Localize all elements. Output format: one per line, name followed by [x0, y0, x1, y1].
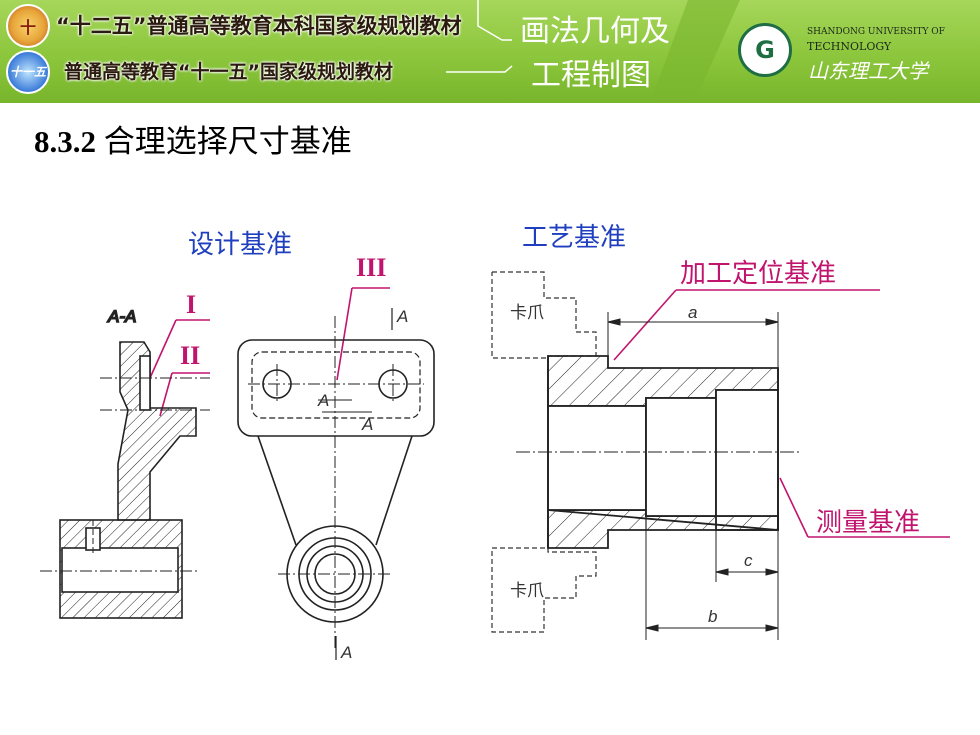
datum-roman-3: III — [356, 253, 387, 282]
subject-title-line-1: 画法几何及 — [520, 14, 670, 49]
section-view-a-a: A-A — [40, 306, 210, 619]
subject-title-line-2: 工程制图 — [531, 58, 651, 93]
design-datum-label: 设计基准 — [188, 230, 293, 260]
header-banner: 十 十一五 “十二五”普通高等教育本科国家级规划教材 普通高等教育“十一五”国家… — [0, 0, 980, 103]
banner-divider-lines — [446, 0, 740, 103]
cut-plane-label-bottom: A — [340, 643, 352, 662]
chuck-jaw-label-top: 卡爪 — [510, 303, 544, 323]
university-name-en-1: SHANDONG UNIVERSITY OF — [807, 27, 945, 37]
front-view — [237, 308, 435, 660]
dimension-b: b — [708, 607, 717, 626]
series-line-2: 普通高等教育“十一五”国家级规划教材 — [64, 61, 393, 83]
section-number: 8.3.2 — [34, 124, 96, 159]
dimension-lines — [607, 312, 779, 640]
dimension-a: a — [688, 303, 697, 322]
eleventh-five-year-logo-icon: 十一五 — [6, 50, 50, 94]
dimension-c: c — [744, 551, 753, 570]
chuck-jaw-top — [491, 271, 597, 359]
datum-roman-2: II — [180, 341, 201, 370]
university-name-cn: 山东理工大学 — [808, 59, 928, 83]
view-label-a-2: A — [361, 415, 373, 434]
series-line-1: “十二五”普通高等教育本科国家级规划教材 — [56, 14, 462, 38]
datum-leader-lines — [149, 287, 950, 538]
university-name-en-2: TECHNOLOGY — [807, 40, 892, 53]
section-heading: 8.3.2 合理选择尺寸基准 — [34, 116, 352, 161]
section-view-label: A-A — [107, 307, 136, 326]
section-title: 合理选择尺寸基准 — [103, 124, 352, 159]
chuck-jaw-label-bottom: 卡爪 — [510, 581, 544, 601]
measuring-datum-label: 测量基准 — [816, 508, 921, 538]
process-datum-label: 工艺基准 — [522, 223, 627, 253]
textbook-series-logo-icon: 十 — [6, 4, 50, 48]
machining-datum-label: 加工定位基准 — [680, 259, 837, 289]
banner-background — [0, 0, 980, 103]
cut-plane-label-top: A — [396, 307, 408, 326]
view-label-a: A — [317, 391, 329, 410]
university-emblem-icon: G — [738, 23, 792, 77]
chuck-jaw-bottom — [491, 547, 597, 633]
datum-roman-1: I — [186, 290, 197, 319]
turned-part-section — [516, 355, 800, 549]
